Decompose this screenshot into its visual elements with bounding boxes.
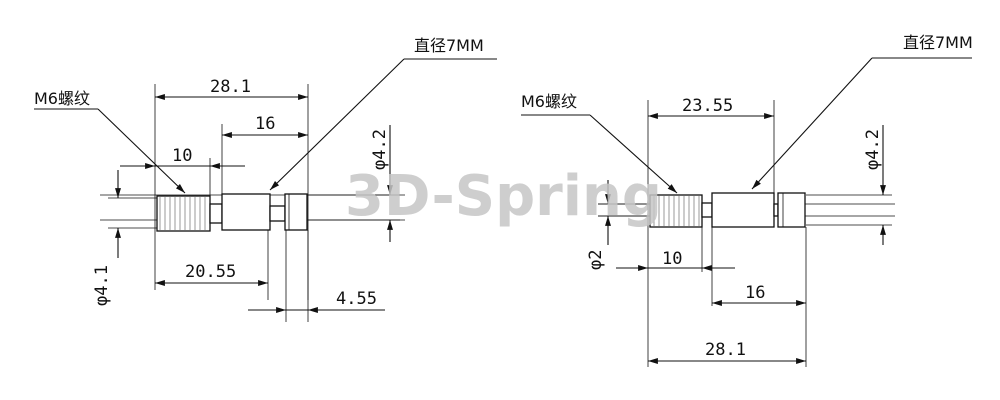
right-dim-phi-4-2: φ4.2 (863, 129, 883, 170)
right-view: 23.55 M6螺纹 直径7MM φ4.2 φ2 10 16 28.1 (521, 33, 973, 367)
left-dim-4-55: 4.55 (336, 289, 377, 309)
right-dim-16: 16 (745, 283, 765, 303)
left-part-body (100, 193, 405, 232)
left-thread-label: M6螺纹 (34, 89, 90, 108)
left-dim-phi-4-2: φ4.2 (370, 129, 390, 170)
left-dim-10: 10 (172, 146, 192, 166)
right-dim-10: 10 (662, 249, 682, 269)
left-dim-28-1: 28.1 (210, 77, 251, 97)
left-view: 28.1 16 10 M6螺纹 直径7MM φ4.2 φ4.1 20.55 (34, 36, 497, 322)
watermark-text: 3D-Spring (345, 164, 662, 229)
right-thread-label: M6螺纹 (521, 92, 577, 111)
left-diameter-label: 直径7MM (414, 36, 484, 55)
right-part-body (598, 192, 895, 228)
left-dim-20-55: 20.55 (185, 262, 236, 282)
right-diameter-label: 直径7MM (903, 33, 973, 52)
left-dim-phi-4-1: φ4.1 (92, 265, 112, 306)
right-dim-28-1: 28.1 (705, 340, 746, 360)
left-dim-16: 16 (255, 114, 275, 134)
right-dim-23-55: 23.55 (682, 96, 733, 116)
right-dim-phi-2: φ2 (586, 250, 606, 270)
